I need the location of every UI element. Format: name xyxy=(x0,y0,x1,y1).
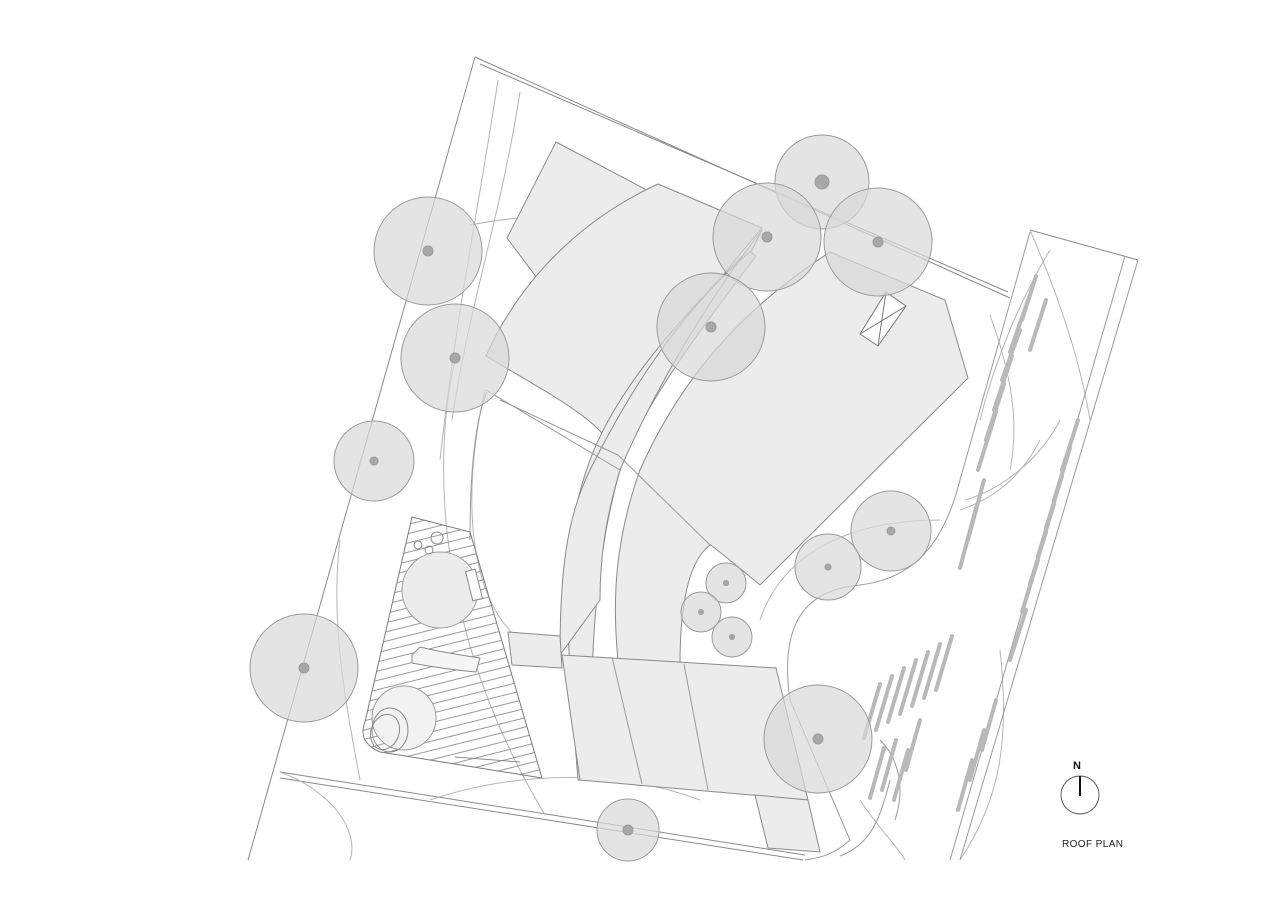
tree-canopy xyxy=(850,490,932,572)
tree-canopy xyxy=(596,798,660,862)
tree-canopy xyxy=(373,196,483,306)
roof-link-strip xyxy=(507,631,563,669)
tree-canopy xyxy=(711,616,753,658)
tree-canopy xyxy=(656,272,766,382)
deck-round-planter xyxy=(401,551,479,629)
tree-canopy xyxy=(763,684,873,794)
tree-canopy xyxy=(249,613,359,723)
roof-joints xyxy=(469,389,711,791)
tree-canopy xyxy=(705,562,747,604)
roof-south-annex xyxy=(754,794,821,853)
tree-canopy xyxy=(400,303,510,413)
trees xyxy=(249,134,933,862)
tree-canopy xyxy=(823,187,933,297)
tree-canopy xyxy=(712,182,822,292)
parking-stripes xyxy=(862,274,1080,812)
roof-volumes xyxy=(485,141,969,853)
tree-canopy xyxy=(794,533,862,601)
north-arrow xyxy=(1060,775,1100,815)
tree-canopy xyxy=(680,591,722,633)
north-label: N xyxy=(1073,760,1081,772)
skylight xyxy=(859,291,907,347)
deck-planter-small xyxy=(371,685,437,751)
deck xyxy=(362,516,543,779)
tree-canopy xyxy=(333,420,415,502)
drawing-title: ROOF PLAN xyxy=(1062,839,1124,850)
